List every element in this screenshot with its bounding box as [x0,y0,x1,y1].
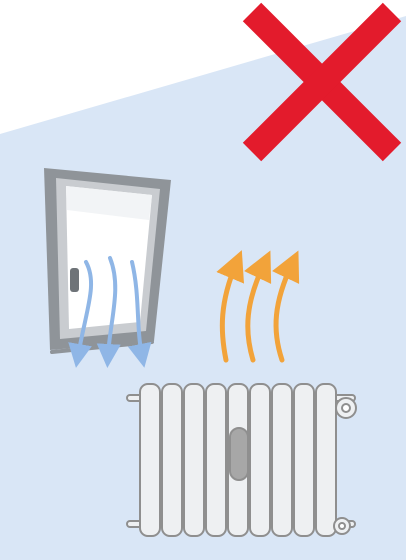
tilted-window-icon [44,168,171,352]
radiator-icon [130,384,356,536]
